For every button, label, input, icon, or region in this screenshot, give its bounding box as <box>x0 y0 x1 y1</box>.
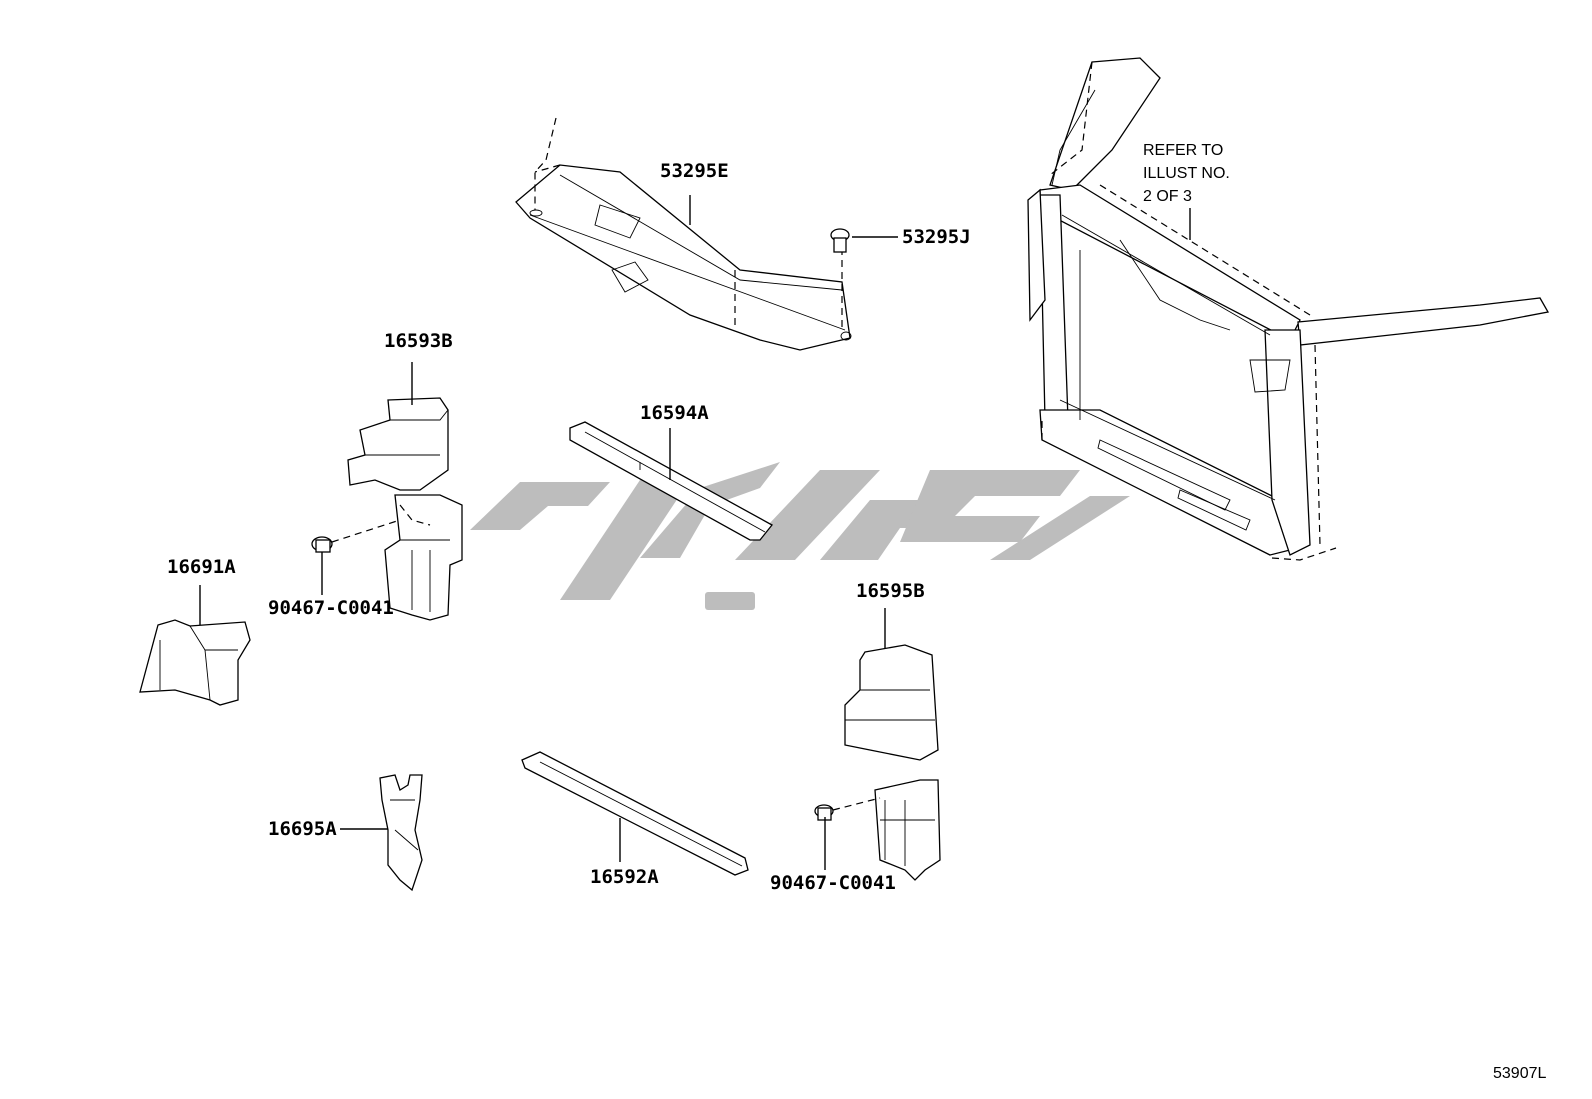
label-90467-left: 90467-C0041 <box>268 597 394 619</box>
label-16592A: 16592A <box>590 866 659 888</box>
label-16593B: 16593B <box>384 330 453 352</box>
part-16592A-seal <box>521 751 749 876</box>
part-16594A-seal <box>569 421 773 541</box>
label-16595B: 16595B <box>856 580 925 602</box>
label-16695A: 16695A <box>268 818 337 840</box>
part-radiator-support <box>1027 57 1550 561</box>
label-90467-right: 90467-C0041 <box>770 872 896 894</box>
part-16691A-bracket <box>139 619 251 706</box>
refer-note-line-2: ILLUST NO. <box>1143 165 1230 182</box>
refer-note-line-3: 2 OF 3 <box>1143 188 1192 205</box>
watermark-logo <box>470 462 1130 610</box>
refer-note-line-1: REFER TO <box>1143 142 1223 159</box>
part-90467-clip-right <box>814 797 881 821</box>
part-90467-clip-left <box>311 519 401 553</box>
part-16595B-air-guide <box>844 644 941 881</box>
part-53295E-cover <box>515 117 852 351</box>
label-16691A: 16691A <box>167 556 236 578</box>
part-16695A-guide <box>379 774 423 892</box>
part-53295J-clip <box>830 228 850 253</box>
illustration-code: 53907L <box>1493 1065 1546 1082</box>
label-53295E: 53295E <box>660 160 729 182</box>
part-16593B-air-guide <box>347 397 463 621</box>
leader-lines <box>199 195 1191 870</box>
label-16594A: 16594A <box>640 402 709 424</box>
label-53295J: 53295J <box>902 226 971 248</box>
